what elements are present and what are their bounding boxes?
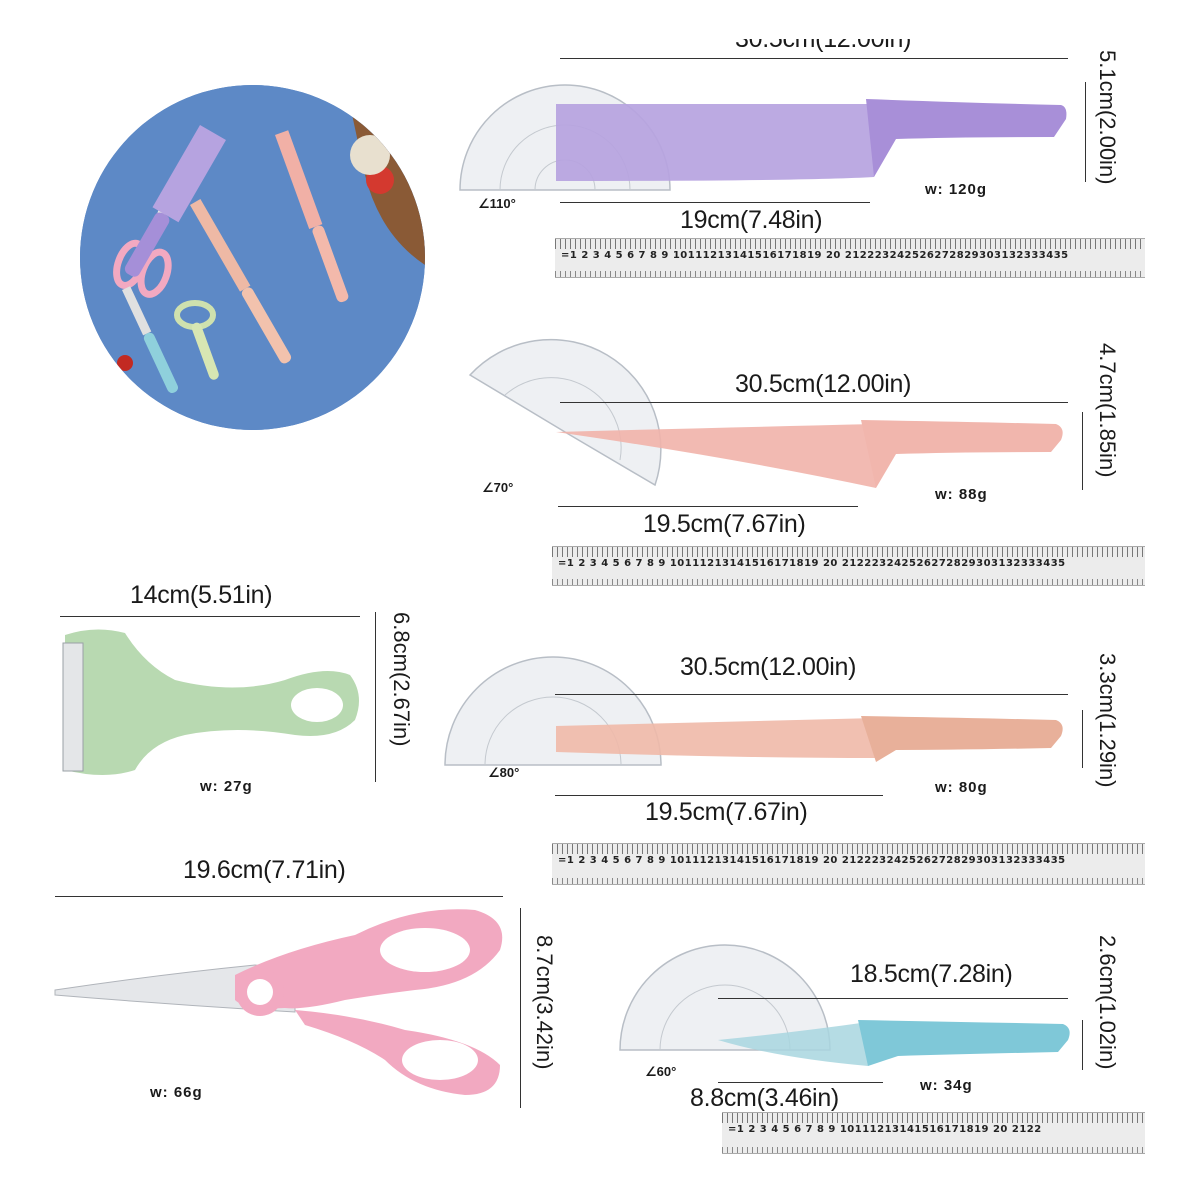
protractor-graphic xyxy=(619,944,831,1051)
length-line xyxy=(55,896,503,897)
weight-label: w: 27g xyxy=(200,778,253,795)
weight-label: w: 120g xyxy=(925,181,988,198)
height-line xyxy=(1082,412,1083,490)
blade-label: 8.8cm(3.46in) xyxy=(690,1084,839,1112)
height-label: 4.7cm(1.85in) xyxy=(1095,343,1120,478)
weight-label: w: 80g xyxy=(935,779,988,796)
height-label: 5.1cm(2.00in) xyxy=(1095,50,1120,185)
blade-line xyxy=(555,795,883,796)
product-photo xyxy=(80,85,425,430)
height-label: 8.7cm(3.42in) xyxy=(532,935,557,1070)
length-label: 14cm(5.51in) xyxy=(130,581,273,609)
blade-line xyxy=(718,1082,883,1083)
blade-label: 19.5cm(7.67in) xyxy=(645,798,808,826)
height-line xyxy=(1085,82,1086,182)
ruler: =1 2 3 4 5 6 7 8 9 10111213141516171819 … xyxy=(552,546,1145,586)
angle-label: ∠80° xyxy=(488,765,520,780)
knife-chef-graphic xyxy=(556,99,1067,181)
peeler-graphic xyxy=(62,629,359,775)
length-label: 30.5cm(12.00in) xyxy=(735,370,912,398)
height-line xyxy=(1082,1020,1083,1070)
height-label: 6.8cm(2.67in) xyxy=(389,612,414,747)
length-line xyxy=(718,998,1068,999)
knife-paring-graphic xyxy=(718,1020,1070,1066)
blade-line xyxy=(560,202,870,203)
ruler: =1 2 3 4 5 6 7 8 9 10111213141516171819 … xyxy=(552,843,1145,885)
height-line xyxy=(375,612,376,782)
ruler: =1 2 3 4 5 6 7 8 9 10111213141516171819 … xyxy=(722,1112,1145,1154)
scissors-graphic xyxy=(54,909,503,1095)
length-label: 30.5cm(12.00in) xyxy=(680,653,857,681)
blade-label: 19.5cm(7.67in) xyxy=(643,510,806,538)
length-line xyxy=(560,58,1068,59)
angle-label: ∠70° xyxy=(482,480,514,495)
blade-label: 19cm(7.48in) xyxy=(680,206,823,234)
angle-label: ∠60° xyxy=(645,1064,677,1079)
length-line xyxy=(560,402,1068,403)
knife-bread-graphic xyxy=(556,716,1063,762)
height-label: 3.3cm(1.29in) xyxy=(1095,653,1120,788)
weight-label: w: 88g xyxy=(935,486,988,503)
knife-slicer-graphic xyxy=(556,420,1063,488)
weight-label: w: 34g xyxy=(920,1077,973,1094)
angle-label: ∠110° xyxy=(478,196,516,211)
protractor-graphic xyxy=(468,338,662,487)
length-label: 18.5cm(7.28in) xyxy=(850,960,1013,988)
height-line xyxy=(1082,710,1083,768)
blade-line xyxy=(558,506,858,507)
length-label: 30.5cm(12.00in) xyxy=(735,25,912,53)
height-label: 2.6cm(1.02in) xyxy=(1095,935,1120,1070)
length-label: 19.6cm(7.71in) xyxy=(183,856,346,884)
ruler: =1 2 3 4 5 6 7 8 9 10111213141516171819 … xyxy=(555,238,1145,278)
product-photo-art xyxy=(80,85,425,430)
length-line xyxy=(555,694,1068,695)
weight-label: w: 66g xyxy=(150,1084,203,1101)
height-line xyxy=(520,908,521,1108)
length-line xyxy=(60,616,360,617)
